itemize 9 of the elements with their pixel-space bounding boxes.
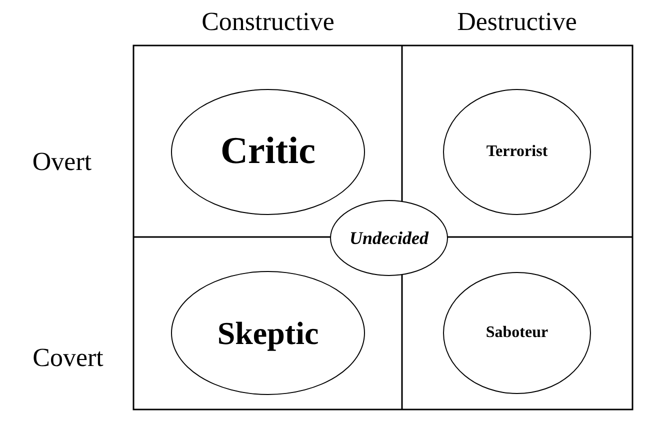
ellipse-node: Terrorist xyxy=(443,89,591,215)
column-header: Destructive xyxy=(457,9,577,35)
column-header: Constructive xyxy=(202,9,334,35)
ellipse-node: Saboteur xyxy=(443,272,591,394)
ellipse-node: Critic xyxy=(171,89,365,215)
row-header: Overt xyxy=(32,149,92,175)
row-header: Covert xyxy=(32,345,104,371)
ellipse-node: Undecided xyxy=(330,200,448,276)
ellipse-node: Skeptic xyxy=(171,271,365,395)
